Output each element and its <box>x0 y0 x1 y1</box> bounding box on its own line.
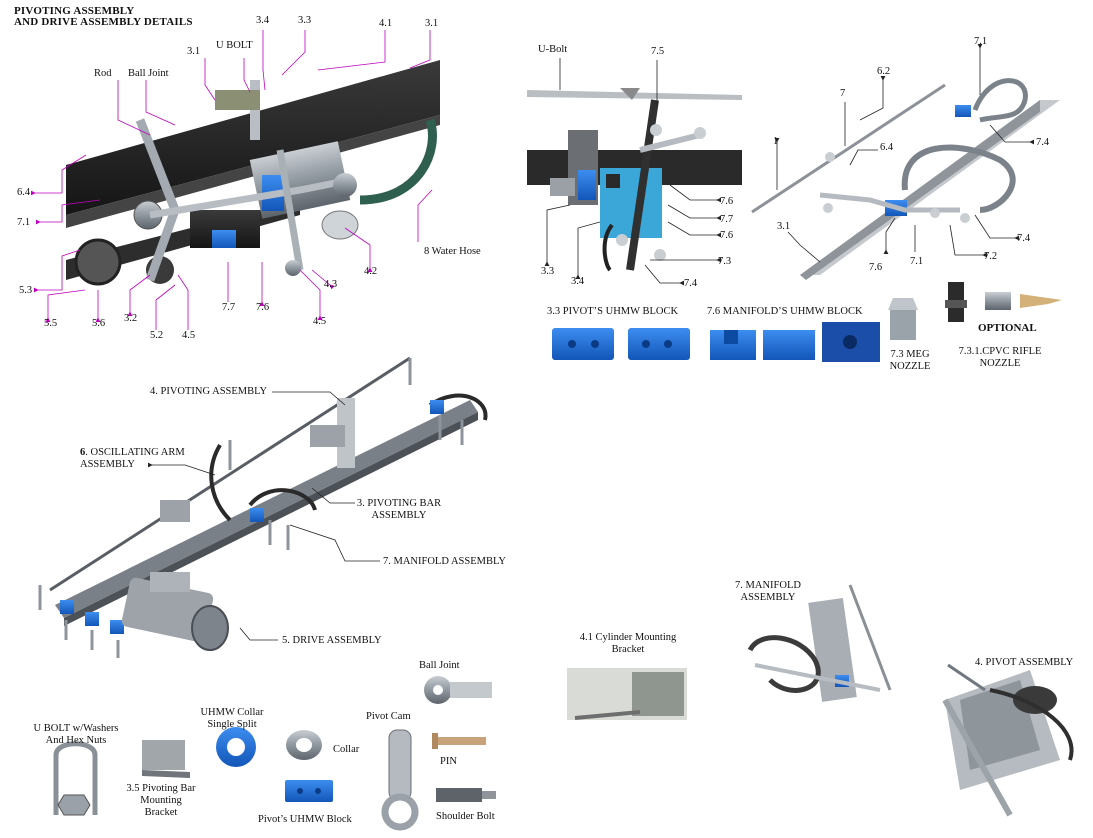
label-4-1: 4.1 <box>379 18 393 29</box>
hardware-parts <box>53 676 496 831</box>
label-7-1a-right: 7.1 <box>974 36 988 47</box>
label-7-4b-right: 7.4 <box>1017 233 1031 244</box>
label-5-3: 5.3 <box>19 285 33 296</box>
label-7-6: 7.6 <box>256 302 270 313</box>
label-4-2: 4.2 <box>364 266 378 277</box>
label-6-2: 6.2 <box>877 66 891 77</box>
label-7-2: 7.2 <box>984 251 998 262</box>
label-drive-assembly: 5. DRIVE ASSEMBLY <box>282 635 382 646</box>
label-u-bolt: U BOLT <box>216 40 253 51</box>
label-rifle-nozzle: 7.3.1.CPVC RIFLE NOZZLE <box>958 346 1042 369</box>
label-7-6-right: 7.6 <box>869 262 883 273</box>
label-pivoting-bar-assembly: 3. PIVOTING BAR ASSEMBLY <box>356 498 442 521</box>
label-optional: OPTIONAL <box>978 322 1037 334</box>
label-manifold-assembly: 7. MANIFOLD ASSEMBLY <box>383 556 506 567</box>
label-pivot-assembly-br: 4. PIVOT ASSEMBLY <box>975 657 1074 668</box>
label-3-1b: 3.1 <box>425 18 439 29</box>
label-7-4a-right: 7.4 <box>1036 137 1050 148</box>
label-5-6: 5.6 <box>92 318 106 329</box>
label-uhmw-collar-split: UHMW Collar Single Split <box>200 707 264 730</box>
label-7-7: 7.7 <box>222 302 236 313</box>
label-7-6a-mid: 7.6 <box>720 196 734 207</box>
label-ball-joint-hw: Ball Joint <box>419 660 460 671</box>
label-pin: PIN <box>440 756 457 767</box>
label-manifold-assembly-br: 7. MANIFOLD ASSEMBLY <box>735 580 801 603</box>
label-meg-nozzle: 7.3 MEG NOZZLE <box>889 349 931 372</box>
label-3-3-mid: 3.3 <box>541 266 555 277</box>
label-ball-joint: Ball Joint <box>128 68 169 79</box>
label-pivoting-assembly: 4. PIVOTING ASSEMBLY <box>150 386 268 397</box>
label-pivot-uhmw-block: 3.3 PIVOT’S UHMW BLOCK <box>547 306 679 317</box>
callout-lines-black <box>148 44 1034 641</box>
label-water-hose: 8 Water Hose <box>424 246 481 257</box>
label-u-bolt-hardware: U BOLT w/Washers And Hex Nuts <box>33 723 119 746</box>
label-manifold-uhmw-block: 7.6 MANIFOLD’S UHMW BLOCK <box>707 306 863 317</box>
label-3-1-right: 3.1 <box>777 221 791 232</box>
pivoting-assembly-photo <box>62 60 442 310</box>
label-3-3: 3.3 <box>298 15 312 26</box>
label-shoulder-bolt: Shoulder Bolt <box>436 811 495 822</box>
page-title-line1: PIVOTING ASSEMBLY <box>14 5 135 17</box>
label-3-2: 3.2 <box>124 313 138 324</box>
label-3-1a: 3.1 <box>187 46 201 57</box>
label-u-bolt-mid: U-Bolt <box>538 44 568 55</box>
oscillating-text: . OSCILLATING ARM ASSEMBLY <box>80 447 185 470</box>
label-4-5b: 4.5 <box>313 316 327 327</box>
label-7-7-mid: 7.7 <box>720 214 734 225</box>
label-5-2: 5.2 <box>150 330 164 341</box>
label-pivot-uhmw-block-hw: Pivot’s UHMW Block <box>258 814 352 825</box>
label-mounting-bracket: 3.5 Pivoting Bar Mounting Bracket <box>126 783 196 818</box>
label-7-1b-right: 7.1 <box>910 256 924 267</box>
label-3-4-mid: 3.4 <box>571 276 585 287</box>
label-7-5: 7.5 <box>651 46 665 57</box>
page-title-line2: AND DRIVE ASSEMBLY DETAILS <box>14 16 193 28</box>
label-6-4-right: 6.4 <box>880 142 894 153</box>
label-6-4: 6.4 <box>17 187 31 198</box>
label-1: 1 <box>773 136 779 147</box>
label-5-5: 5.5 <box>44 318 58 329</box>
label-rod: Rod <box>94 68 112 79</box>
label-collar: Collar <box>333 744 360 755</box>
label-4-3: 4.3 <box>324 279 338 290</box>
bottom-right-photos <box>567 584 1074 817</box>
label-pivot-cam: Pivot Cam <box>366 711 411 722</box>
label-4-5a: 4.5 <box>182 330 196 341</box>
label-cylinder-bracket: 4.1 Cylinder Mounting Bracket <box>579 632 677 655</box>
label-7-3-mid: 7.3 <box>718 256 732 267</box>
label-3-4: 3.4 <box>256 15 270 26</box>
label-7-4-mid: 7.4 <box>684 278 698 289</box>
oscillating-number: 6 <box>80 447 86 458</box>
label-7-6b-mid: 7.6 <box>720 230 734 241</box>
label-7: 7 <box>840 88 846 99</box>
manifold-bar-photo <box>527 85 742 272</box>
label-7-1: 7.1 <box>17 217 31 228</box>
label-oscillating-arm: 6. OSCILLATING ARM ASSEMBLY <box>80 447 185 471</box>
manifold-hose-photo <box>751 78 1060 280</box>
